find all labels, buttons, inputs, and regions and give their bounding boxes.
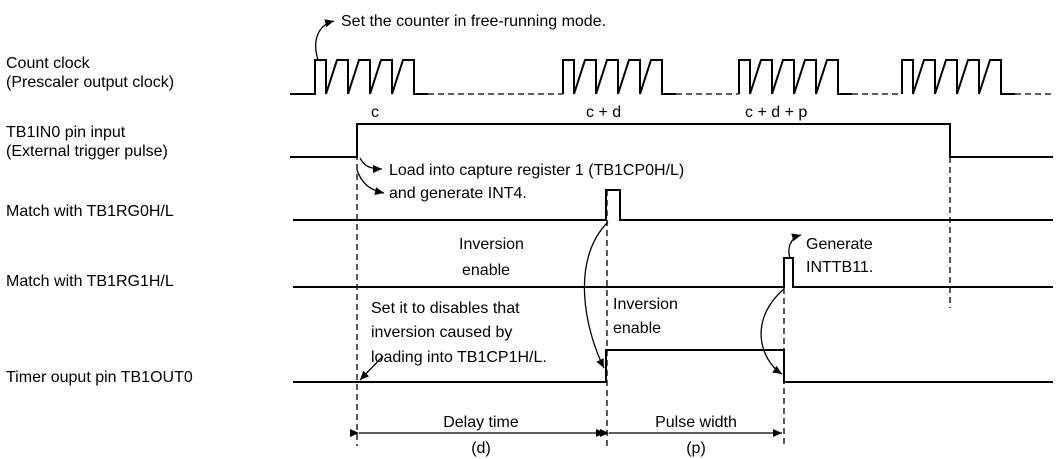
free-running-note: Set the counter in free-running mode. (341, 13, 606, 30)
tb1in0-waveform (290, 123, 1053, 158)
load-capture-note: Load into capture register 1 (TB1CP0H/L) (389, 162, 684, 179)
pulse-symbol: (p) (686, 440, 706, 457)
rg0-to-output-arrow (583, 221, 609, 369)
rg1-to-output-arrow (760, 288, 785, 375)
count-clock-sublabel: (Prescaler output clock) (6, 74, 174, 91)
load-capture-arrow (359, 157, 383, 173)
int4-arrow (356, 169, 385, 196)
pulse-label: Pulse width (655, 414, 737, 431)
disable-note-l1: Set it to disables that (371, 300, 520, 317)
tb1in0-label: TB1IN0 pin input (6, 124, 126, 141)
inttb11-note-l1: Generate (806, 236, 873, 253)
match-rg1-waveform (293, 257, 1053, 288)
delay-label: Delay time (443, 414, 519, 431)
disable-arrow (359, 355, 384, 381)
inttb11-note-l2: INTTB11. (806, 259, 873, 276)
delay-symbol: (d) (471, 440, 491, 457)
inversion-enable-2-l1: Inversion (613, 296, 678, 313)
match-rg1-label: Match with TB1RG1H/L (6, 273, 174, 290)
tb1in0-sublabel: (External trigger pulse) (6, 143, 168, 160)
match-rg0-waveform (293, 189, 1053, 221)
count-clock-waveform (290, 60, 1053, 94)
clock-mark-c: c (371, 104, 379, 121)
inversion-enable-1-l1: Inversion (459, 236, 524, 253)
match-rg0-label: Match with TB1RG0H/L (6, 203, 174, 220)
int4-note: and generate INT4. (389, 185, 527, 202)
disable-note-l3: loading into TB1CP1H/L. (371, 349, 547, 366)
timer-output-label: Timer ouput pin TB1OUT0 (6, 369, 193, 386)
disable-note-l2: inversion caused by (371, 324, 512, 341)
clock-mark-cdp: c + d + p (745, 104, 807, 121)
inversion-enable-1-l2: enable (462, 262, 510, 279)
inversion-enable-2-l2: enable (613, 320, 661, 337)
timer-output-waveform (293, 349, 1053, 383)
count-clock-label: Count clock (6, 55, 91, 72)
clock-mark-cd: c + d (586, 104, 621, 121)
free-running-arrow (315, 19, 335, 61)
inttb11-arrow (788, 233, 802, 259)
